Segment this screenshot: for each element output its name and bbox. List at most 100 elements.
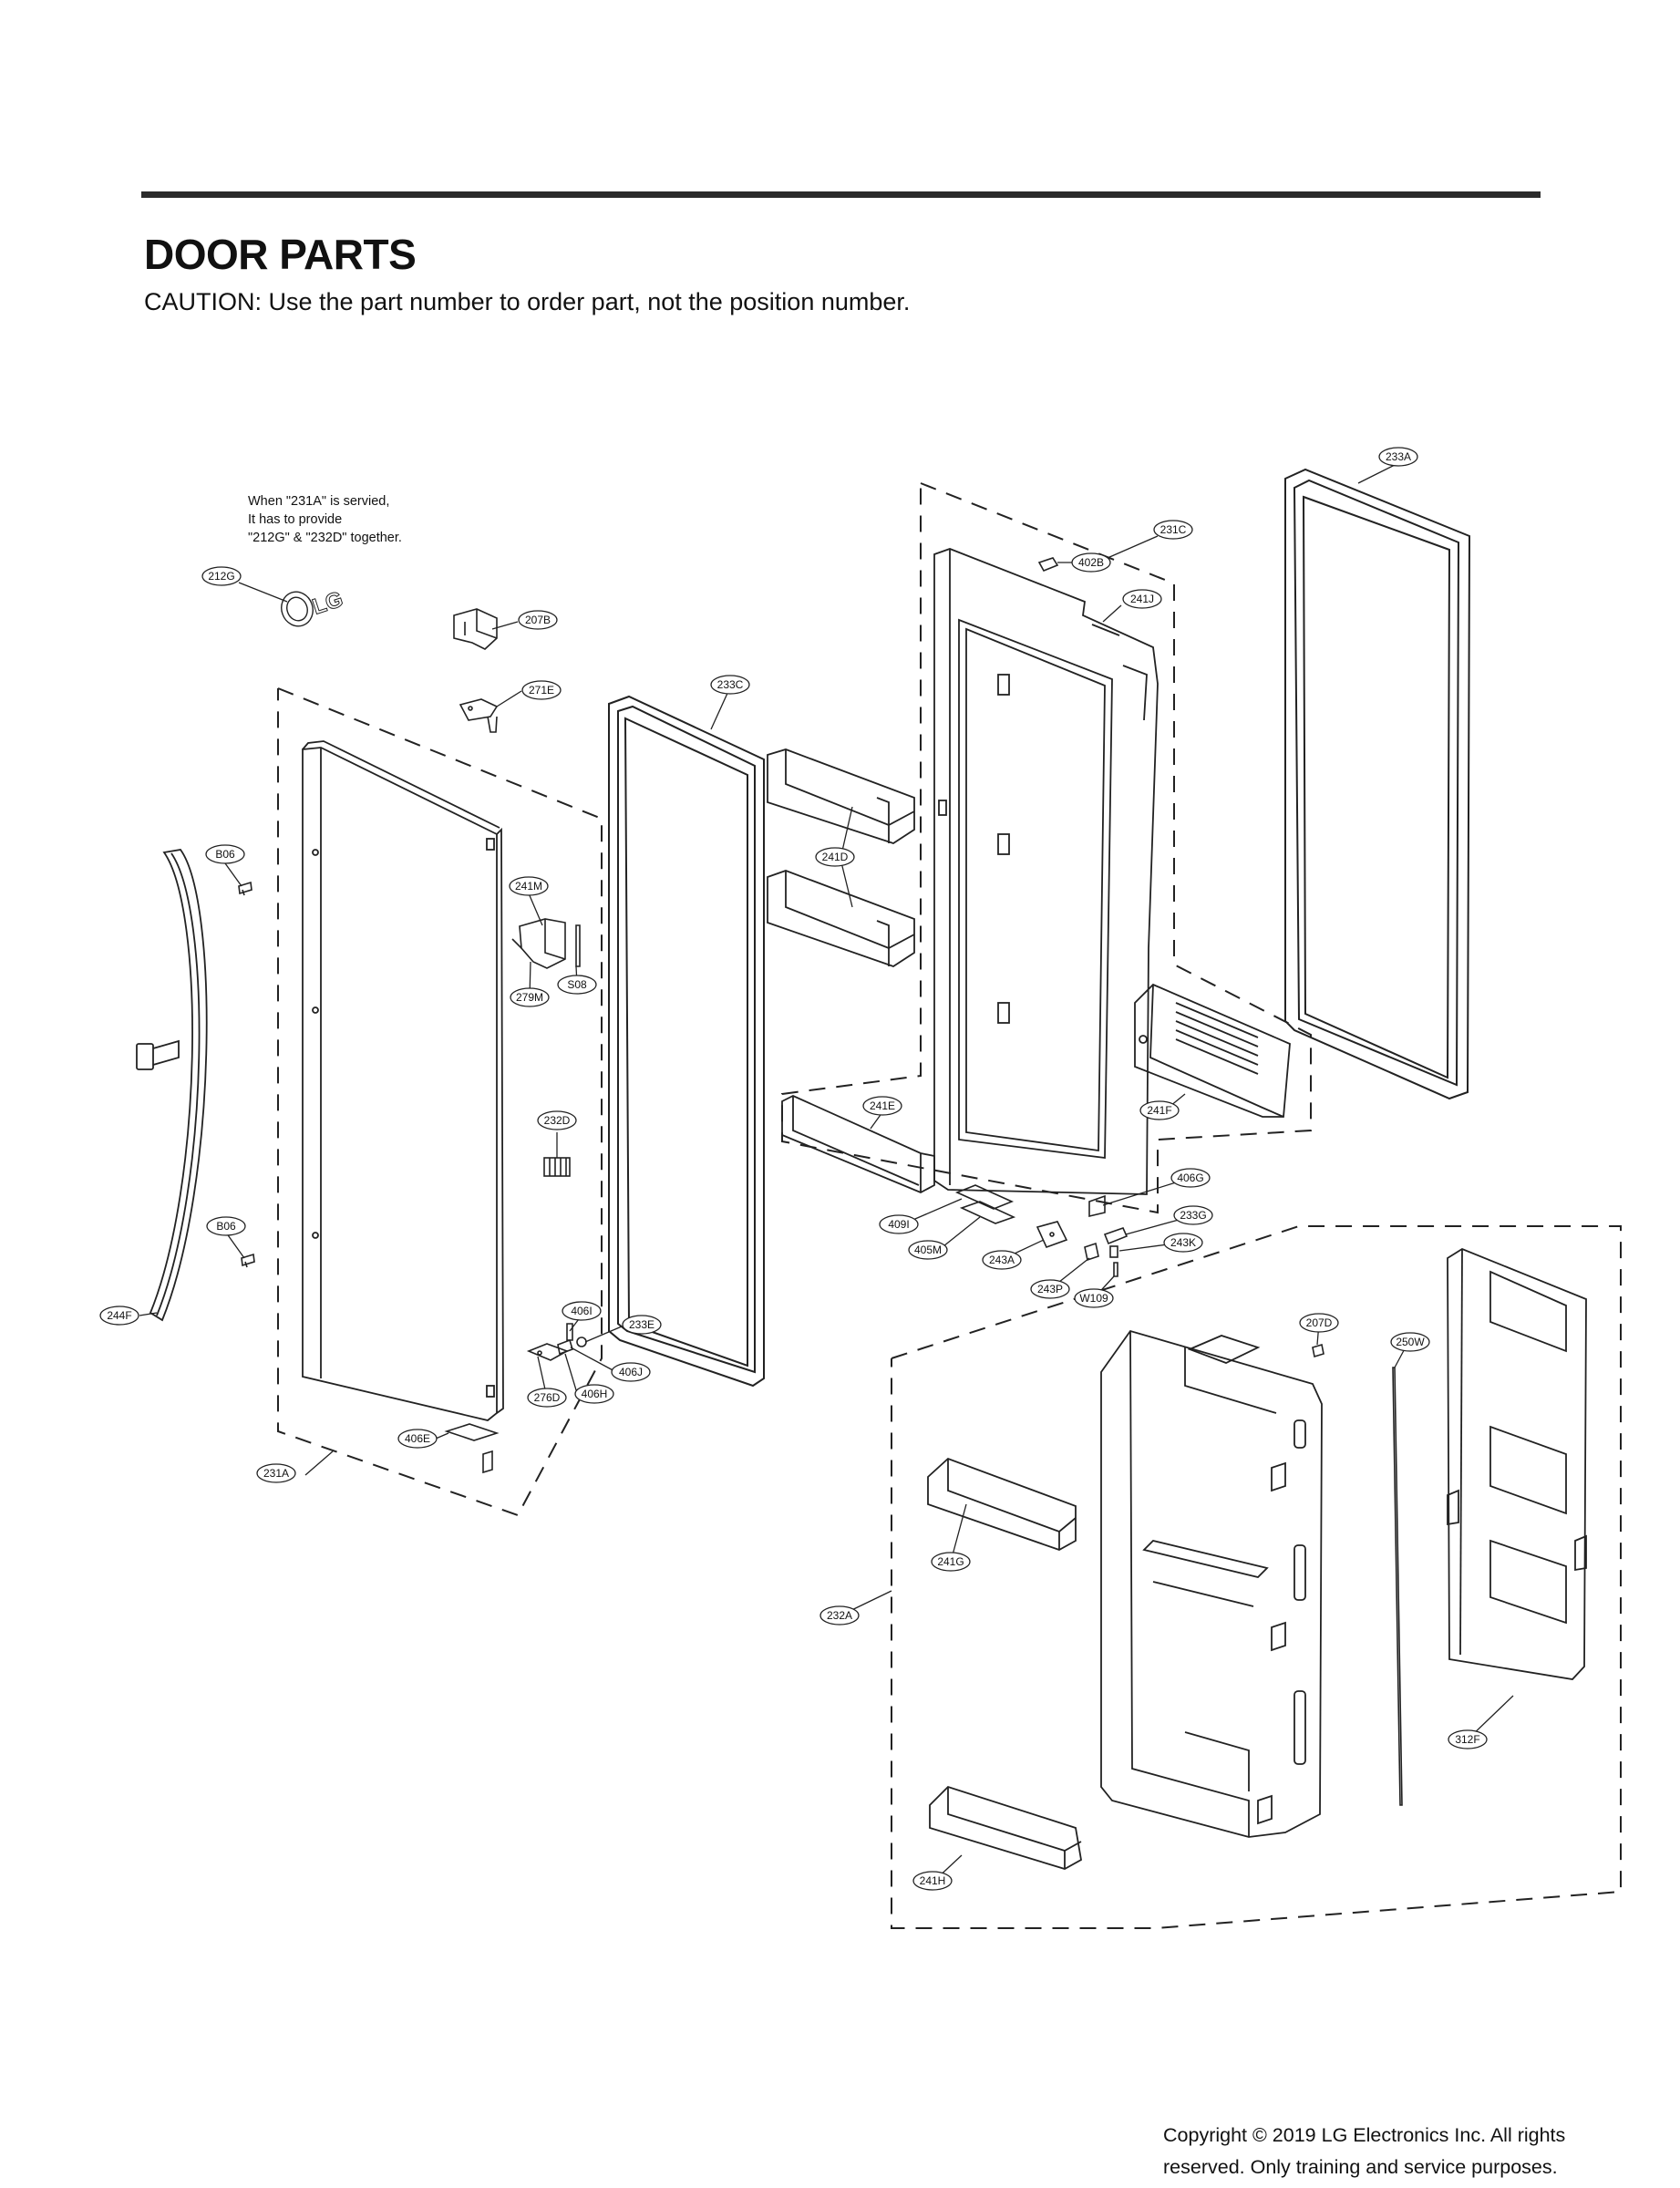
callout-label: 207B xyxy=(525,614,551,626)
callout-label: 231A xyxy=(263,1467,289,1480)
door-bin-241h xyxy=(929,1785,1082,1870)
callout-label: 406I xyxy=(571,1305,592,1317)
callout-bubble xyxy=(527,1388,567,1408)
callout-label: 409I xyxy=(888,1218,909,1231)
callout-label: 406J xyxy=(619,1366,643,1378)
screw-part-406i xyxy=(566,1323,573,1341)
screw-part-b06-lower xyxy=(241,1253,255,1268)
callout-bubble xyxy=(710,675,750,695)
door-bin-241d-upper xyxy=(767,748,915,844)
callout-bubble xyxy=(1390,1332,1430,1352)
callout-bubble xyxy=(397,1429,438,1449)
screw-part-w109 xyxy=(1113,1262,1118,1277)
callout-233e: 233E xyxy=(622,1315,662,1335)
callout-label: 406H xyxy=(582,1388,608,1400)
callout-bubble xyxy=(912,1871,953,1891)
callout-bubble xyxy=(562,1301,602,1321)
callout-207b: 207B xyxy=(518,610,558,630)
callout-233a: 233A xyxy=(1378,447,1418,467)
callout-label: B06 xyxy=(215,848,235,861)
clip-part-207d xyxy=(1312,1343,1324,1358)
callout-label: 207D xyxy=(1306,1316,1333,1329)
callout-label: 212G xyxy=(208,570,234,583)
callout-label: 405M xyxy=(914,1244,942,1256)
callout-bubble xyxy=(931,1552,971,1572)
callout-241h: 241H xyxy=(912,1871,953,1891)
callout-231a: 231A xyxy=(256,1463,296,1483)
callout-bubble xyxy=(1122,589,1162,609)
callout-406j: 406J xyxy=(611,1362,651,1382)
callout-bubble xyxy=(557,975,597,995)
callout-label: B06 xyxy=(216,1220,236,1233)
callout-bubble xyxy=(1163,1233,1203,1253)
door-bin-241g xyxy=(927,1457,1077,1551)
callout-bubble xyxy=(1299,1313,1339,1333)
callout-label: 241F xyxy=(1147,1104,1171,1117)
callout-bubble xyxy=(537,1110,577,1130)
callout-250w: 250W xyxy=(1390,1332,1430,1352)
callout-405m: 405M xyxy=(908,1240,948,1260)
lg-emblem-text: LG xyxy=(310,587,346,620)
callout-bubble xyxy=(510,987,550,1007)
inner-door-liner xyxy=(933,548,1159,1195)
callout-bubble xyxy=(201,566,242,586)
rod-part-250w xyxy=(1392,1367,1403,1806)
callout-label: 233C xyxy=(717,678,744,691)
door-handle xyxy=(136,849,208,1322)
callout-bubble xyxy=(982,1250,1022,1270)
callout-label: 243A xyxy=(989,1254,1015,1266)
strip-part-405m xyxy=(959,1201,1016,1224)
callout-bubble xyxy=(1448,1729,1488,1749)
callout-bubble xyxy=(1153,520,1193,540)
callout-bubble xyxy=(815,847,855,867)
callout-232d: 232D xyxy=(537,1110,577,1130)
callout-bubble xyxy=(819,1605,860,1626)
assembly-boundary-inner-door xyxy=(781,482,1312,1214)
callout-b06: B06 xyxy=(206,1216,246,1236)
copyright-notice: Copyright © 2019 LG Electronics Inc. All… xyxy=(1163,2120,1565,2183)
callout-406e: 406E xyxy=(397,1429,438,1449)
callout-bubble xyxy=(1378,447,1418,467)
callout-409i: 409I xyxy=(879,1214,919,1234)
hinge-part-276d xyxy=(526,1343,569,1361)
callout-label: 241H xyxy=(920,1874,946,1887)
copyright-line: reserved. Only training and service purp… xyxy=(1163,2156,1558,2178)
callout-bubble xyxy=(862,1096,902,1116)
callout-bubble xyxy=(879,1214,919,1234)
callout-label: 232A xyxy=(827,1609,852,1622)
strip-part-409i xyxy=(954,1184,1015,1210)
callout-271e: 271E xyxy=(521,680,562,700)
screw-part-s08 xyxy=(575,924,581,967)
callout-244f: 244F xyxy=(99,1306,139,1326)
callout-bubble xyxy=(1170,1168,1211,1188)
callout-bubble xyxy=(205,844,245,864)
callout-bubble xyxy=(206,1216,246,1236)
callout-233c: 233C xyxy=(710,675,750,695)
service-note: When "231A" is servied, It has to provid… xyxy=(248,492,402,547)
callout-label: 244F xyxy=(107,1309,131,1322)
callout-label: 232D xyxy=(544,1114,571,1127)
door-bin-241d-lower xyxy=(767,870,915,967)
header-rule xyxy=(141,191,1541,198)
callout-label: 312F xyxy=(1455,1733,1479,1746)
callout-bubble xyxy=(509,876,549,896)
copyright-line: Copyright © 2019 LG Electronics Inc. All… xyxy=(1163,2124,1566,2146)
door-gasket-233a xyxy=(1284,468,1471,1100)
callout-bubble xyxy=(1074,1288,1114,1308)
callout-label: 250W xyxy=(1396,1336,1425,1348)
callout-label: 271E xyxy=(529,684,554,697)
callout-243k: 243K xyxy=(1163,1233,1203,1253)
caution-text: CAUTION: Use the part number to order pa… xyxy=(144,288,911,315)
callout-bubble xyxy=(1030,1279,1070,1299)
callout-bubble xyxy=(99,1306,139,1326)
door-shelf-241f xyxy=(1134,983,1291,1118)
pin-part-243k xyxy=(1109,1245,1118,1258)
callout-bubble xyxy=(1071,552,1111,573)
callout-label: 241G xyxy=(937,1555,964,1568)
leader-lines xyxy=(139,462,1514,1882)
callout-bubble xyxy=(256,1463,296,1483)
callout-241j: 241J xyxy=(1122,589,1162,609)
callout-406i: 406I xyxy=(562,1301,602,1321)
service-note-line: When "231A" is servied, xyxy=(248,494,390,509)
